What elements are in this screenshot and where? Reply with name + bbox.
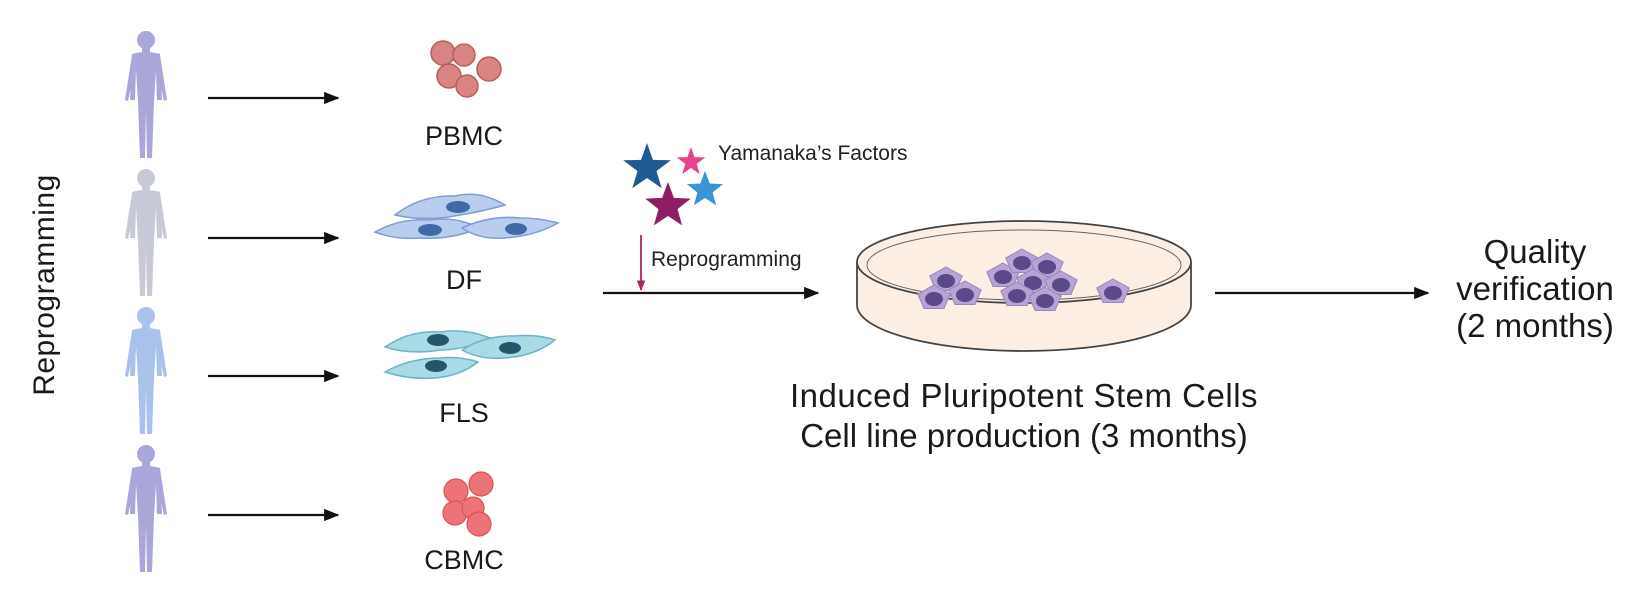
ipsc-nucleus xyxy=(1024,276,1042,290)
human-figure-df-icon xyxy=(125,169,167,296)
label-reprogramming-step: Reprogramming xyxy=(651,248,802,271)
ipsc-nucleus xyxy=(937,274,955,288)
yamanaka-factors-stars-icon xyxy=(623,143,724,226)
cbmc-cells-icon xyxy=(442,471,494,537)
df-fibroblasts-icon xyxy=(373,193,560,240)
human-figure-pbmc-icon xyxy=(125,31,167,158)
quality-line1: Quality xyxy=(1483,233,1587,270)
side-label-reprogramming: Reprogramming xyxy=(28,174,61,396)
ipsc-nucleus xyxy=(1013,256,1031,270)
ipsc-nucleus xyxy=(1104,286,1122,300)
human-figure-fls-icon xyxy=(125,307,167,434)
ipsc-line2: Cell line production (3 months) xyxy=(800,417,1248,454)
quality-verification-label: Quality verification (2 months) xyxy=(1430,233,1640,344)
pbmc-cells-icon xyxy=(430,40,502,98)
ipsc-line1: Induced Pluripotent Stem Cells xyxy=(789,377,1259,414)
quality-line2: verification xyxy=(1456,270,1614,307)
ipsc-nucleus xyxy=(925,292,943,306)
ipsc-colony-icon xyxy=(917,248,1130,311)
ipsc-nucleus xyxy=(1038,260,1056,274)
ipsc-nucleus xyxy=(1052,278,1070,292)
ipsc-nucleus xyxy=(1008,289,1026,303)
label-pbmc: PBMC xyxy=(424,121,503,151)
fls-cells-icon xyxy=(383,330,557,380)
ipsc-title: Induced Pluripotent Stem Cells Cell line… xyxy=(724,376,1324,456)
label-cbmc: CBMC xyxy=(424,545,504,575)
quality-line3: (2 months) xyxy=(1456,307,1614,344)
label-df: DF xyxy=(446,265,482,295)
label-yamanaka-factors: Yamanaka’s Factors xyxy=(718,142,908,165)
human-figure-cbmc-icon xyxy=(125,445,167,572)
ipsc-nucleus xyxy=(1036,294,1054,308)
ipsc-nucleus xyxy=(994,270,1012,284)
ipsc-nucleus xyxy=(956,288,974,302)
label-fls: FLS xyxy=(439,398,489,428)
